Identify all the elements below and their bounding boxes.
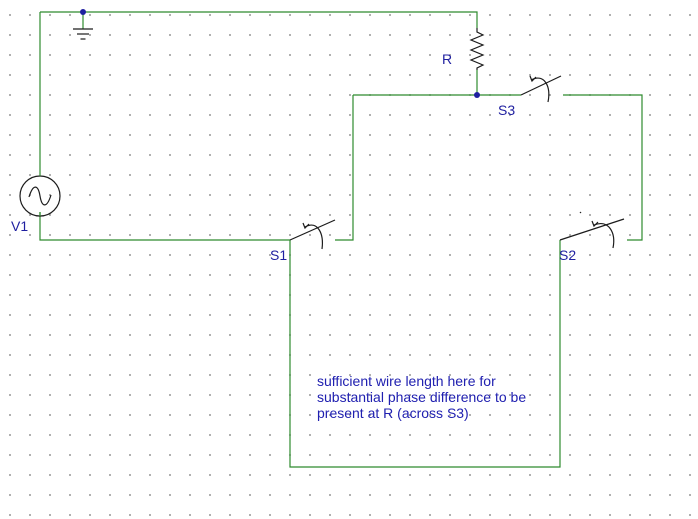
switch-s3-label: S3 — [498, 102, 516, 118]
wire-top — [40, 11, 478, 28]
switch-s2-label: S2 — [559, 247, 577, 263]
resistor-icon — [469, 28, 485, 70]
ground-icon — [73, 28, 93, 40]
resistor-label: R — [442, 51, 453, 67]
switch-s1-label: S1 — [270, 247, 288, 263]
annotation-text: sufficient wire length here for substant… — [317, 373, 527, 421]
switch-s2-icon — [559, 211, 625, 249]
junction-node — [80, 9, 86, 15]
switch-s3-icon — [520, 75, 562, 103]
wire-right — [563, 94, 643, 241]
junction-node — [474, 92, 480, 98]
source-label: V1 — [11, 218, 29, 234]
wire-long-loop — [289, 240, 561, 468]
wire-bottom-left — [39, 212, 290, 241]
ac-source-icon — [19, 170, 61, 217]
switch-s1-icon — [289, 219, 336, 250]
wire-mid-left — [335, 95, 354, 241]
